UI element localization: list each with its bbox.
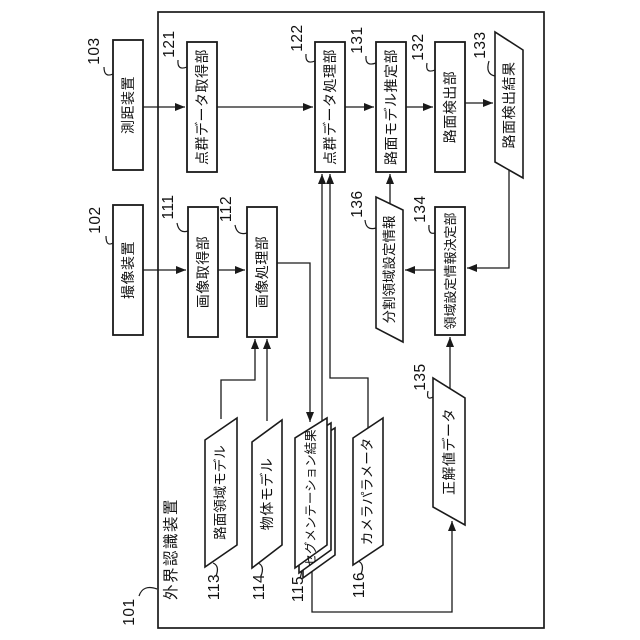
box-132-label: 路面検出部 xyxy=(442,70,458,144)
ref-134: 134 xyxy=(412,195,430,223)
ref-102: 102 xyxy=(87,206,105,234)
box-111-label: 画像取得部 xyxy=(195,235,211,309)
box-134 xyxy=(434,206,466,336)
box-102 xyxy=(112,204,144,336)
arrow-116-to-122 xyxy=(326,174,369,428)
ref-101: 101 xyxy=(121,598,139,626)
arrow-133-to-134 xyxy=(467,170,510,272)
squiggle-113 xyxy=(212,562,219,577)
data-114-label: 物体モデル xyxy=(259,457,275,531)
squiggle-112 xyxy=(234,224,248,235)
data-135-label: 正解値データ xyxy=(441,408,457,495)
squiggle-133 xyxy=(487,60,496,77)
squiggle-132 xyxy=(426,62,436,72)
ref-133: 133 xyxy=(472,31,490,59)
ref-121: 121 xyxy=(161,30,179,58)
box-121 xyxy=(186,41,218,173)
box-103 xyxy=(112,39,144,171)
outer-box-101 xyxy=(157,11,545,629)
ref-116: 116 xyxy=(351,571,369,599)
ref-112: 112 xyxy=(218,195,236,223)
ref-115: 115 xyxy=(290,575,308,603)
box-111 xyxy=(187,206,219,338)
squiggle-131 xyxy=(365,55,377,65)
box-102-label: 撮像装置 xyxy=(120,241,136,299)
boxes xyxy=(112,39,466,338)
parallelogram-114 xyxy=(251,418,283,570)
box-132 xyxy=(434,41,466,173)
ref-113: 113 xyxy=(206,573,224,601)
arrow-115-to-135 xyxy=(311,521,456,613)
box-122-label: 点群データ処理部 xyxy=(322,49,338,165)
data-136-label: 分割領域設定情報 xyxy=(381,215,397,324)
parallelogram-135 xyxy=(432,376,466,527)
box-121-label: 点群データ取得部 xyxy=(194,49,210,165)
parallelogram-133 xyxy=(494,30,524,180)
squiggle-136 xyxy=(364,219,377,230)
squiggle-135 xyxy=(426,390,434,399)
parallelogram-136 xyxy=(375,195,404,344)
ref-122: 122 xyxy=(289,24,307,52)
squiggle-111 xyxy=(176,222,189,233)
data-113-label: 路面領域モデル xyxy=(213,445,229,540)
box-131 xyxy=(375,41,407,173)
box-134-label: 領域設定情報決定部 xyxy=(442,212,458,330)
parallelogram-113 xyxy=(204,416,238,569)
squiggle-121 xyxy=(177,59,188,69)
ref-103: 103 xyxy=(86,37,104,65)
data-116-label: カメラパラメータ xyxy=(360,437,376,546)
box-103-label: 測距装置 xyxy=(120,76,136,134)
parallelogram-115-sheet-front xyxy=(294,416,328,570)
ref-squiggles xyxy=(103,53,496,597)
arrow-113-to-112 xyxy=(220,339,259,419)
squiggle-102 xyxy=(105,235,114,245)
connectors xyxy=(143,99,510,613)
box-112-label: 画像処理部 xyxy=(254,235,270,309)
ref-131: 131 xyxy=(349,26,367,54)
box-122 xyxy=(314,41,346,173)
data-133-label: 路面検出結果 xyxy=(501,61,517,149)
parallelogram-116 xyxy=(352,416,384,567)
ref-111: 111 xyxy=(160,194,178,220)
squiggle-101 xyxy=(138,586,158,597)
squiggle-103 xyxy=(103,66,114,76)
ref-132: 132 xyxy=(410,33,428,61)
ref-135: 135 xyxy=(412,363,430,391)
data-115-label: セグメンテーション結果 xyxy=(303,429,318,567)
ref-136: 136 xyxy=(349,190,367,218)
squiggle-122 xyxy=(305,53,316,63)
box-131-label: 路面モデル推定部 xyxy=(383,49,399,165)
squiggle-134 xyxy=(428,224,436,234)
arrow-112-to-115 xyxy=(277,262,314,422)
data-shapes xyxy=(204,30,524,580)
box-112 xyxy=(246,206,278,338)
ref-114: 114 xyxy=(251,573,269,601)
device-title: 外界認識装置 xyxy=(163,497,180,600)
